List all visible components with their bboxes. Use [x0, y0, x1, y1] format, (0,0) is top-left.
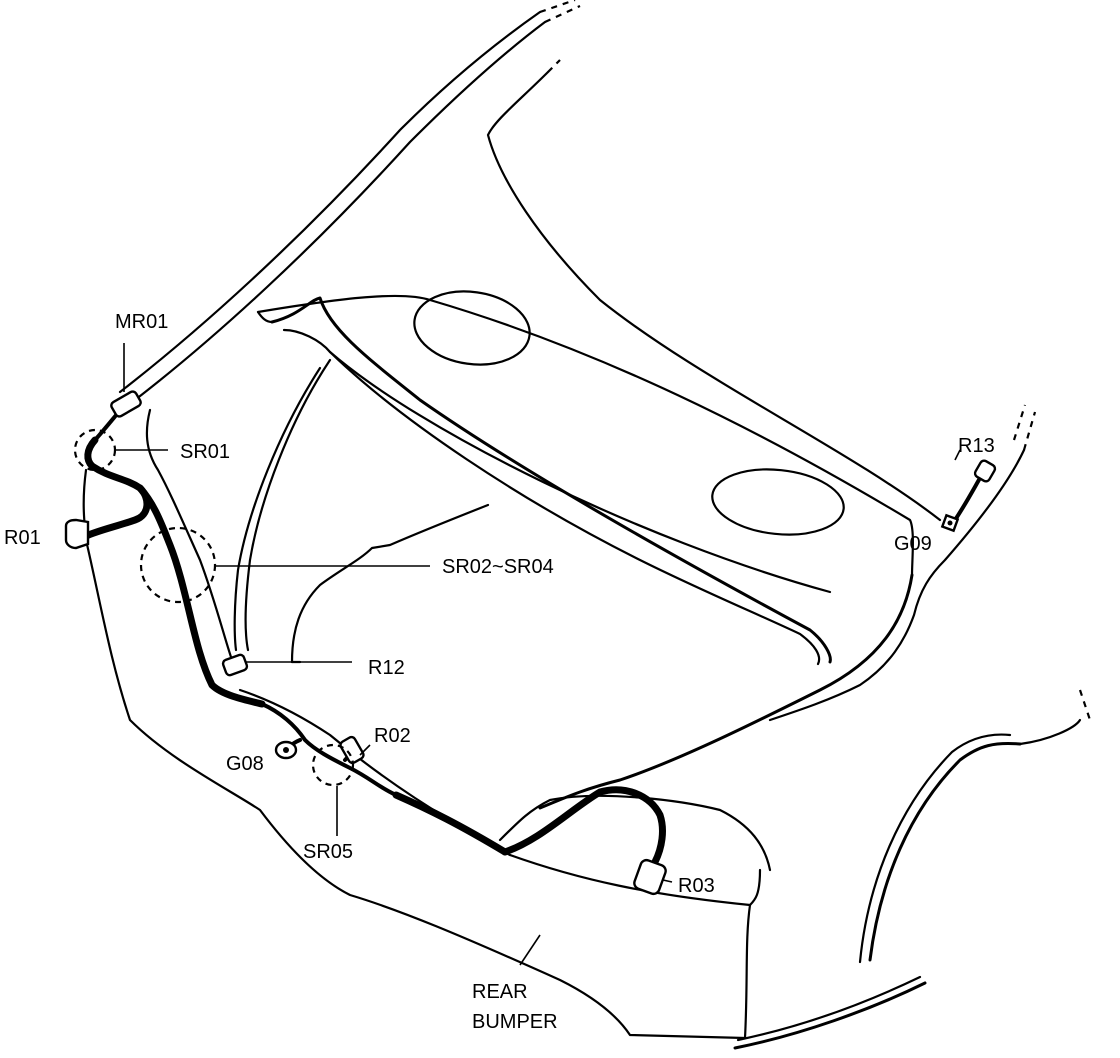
connector-r01[interactable] — [64, 518, 90, 550]
ground-g09[interactable] — [940, 513, 960, 533]
splice-ring-sr02-sr04 — [139, 526, 217, 604]
connector-r03[interactable] — [633, 858, 668, 896]
label-g09: G09 — [894, 533, 932, 555]
connectors — [64, 390, 997, 896]
label-mr01: MR01 — [115, 311, 168, 333]
label-g08: G08 — [226, 753, 264, 775]
labels: MR01 SR01 R01 SR02~SR04 R12 R13 G09 R02 … — [4, 311, 995, 1033]
label-r01: R01 — [4, 527, 41, 549]
label-sr01: SR01 — [180, 441, 230, 463]
label-r02: R02 — [374, 725, 411, 747]
connector-r13[interactable] — [973, 459, 997, 483]
label-r12: R12 — [368, 657, 405, 679]
splice-ring-sr05 — [311, 743, 355, 787]
trunk-lid-hole-right — [711, 468, 845, 536]
trunk-lid-hole-left — [413, 290, 531, 366]
label-sr02-sr04: SR02~SR04 — [442, 556, 554, 578]
leader-lines — [115, 343, 961, 966]
label-rear-bumper-line1: REAR — [472, 981, 528, 1003]
label-r13: R13 — [958, 435, 995, 457]
label-sr05: SR05 — [303, 841, 353, 863]
connector-r12[interactable] — [221, 653, 249, 677]
connector-mr01[interactable] — [110, 390, 142, 418]
splice-rings — [73, 428, 355, 787]
ground-g08[interactable] — [274, 740, 298, 760]
label-rear-bumper-line2: BUMPER — [472, 1011, 558, 1033]
vehicle-body-outline — [82, 0, 1092, 1050]
connector-r02[interactable] — [339, 735, 365, 765]
label-r03: R03 — [678, 875, 715, 897]
